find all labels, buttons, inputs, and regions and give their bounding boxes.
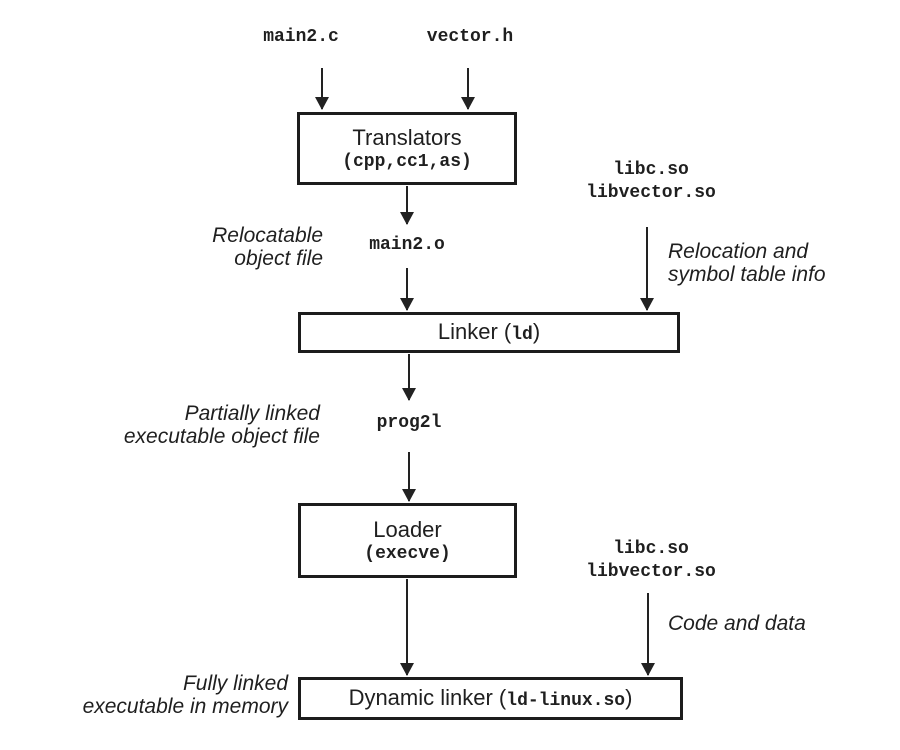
arrow-libs-to-linker [646,227,648,310]
linker-title-prefix: Linker ( [437,319,512,345]
annotation-relocation-info-line2: symbol table info [668,263,826,286]
arrow-main2c-to-translators [321,68,323,109]
annotation-partially-linked-line1: Partially linked [184,402,320,425]
loader-box: Loader (execve) [298,503,517,578]
annotation-partially-linked: Partially linked executable object file [124,402,320,448]
arrow-libs-to-dynamic-linker [647,593,649,675]
libs-top: libc.so libvector.so [586,159,716,205]
arrow-main2o-to-linker [406,268,408,310]
dynamic-linker-title-mono: ld-linux.so [506,691,626,712]
linker-box: Linker (ld) [298,312,680,353]
lib-libc-top: libc.so [613,160,689,180]
translators-subtitle: (cpp,cc1,as) [342,152,472,172]
annotation-relocatable-line1: Relocatable [212,224,323,247]
arrow-vectorh-to-translators [467,68,469,109]
dynamic-linker-box: Dynamic linker (ld-linux.so) [298,677,683,720]
annotation-fully-linked: Fully linked executable in memory [83,672,288,718]
arrow-prog2l-to-loader [408,452,410,501]
arrow-translators-to-main2o [406,186,408,224]
annotation-code-and-data: Code and data [668,612,806,635]
linker-title-mono: ld [511,325,533,346]
loader-title: Loader [373,516,442,542]
annotation-relocation-info-line1: Relocation and [668,240,809,263]
arrow-linker-to-prog2l [408,354,410,400]
annotation-relocatable: Relocatable object file [212,224,323,270]
arrow-loader-to-dynamic-linker [406,579,408,675]
annotation-relocation-info: Relocation and symbol table info [668,240,826,286]
translators-title: Translators [352,124,462,150]
loader-subtitle: (execve) [364,544,451,564]
annotation-partially-linked-line2: executable object file [123,425,320,448]
dynamic-linker-title-prefix: Dynamic linker ( [348,685,507,711]
file-main2c: main2.c [263,27,339,47]
file-prog2l: prog2l [376,413,442,433]
lib-libvector-bottom: libvector.so [586,562,716,582]
linker-title-suffix: ) [532,319,541,345]
annotation-relocatable-line2: object file [234,247,323,270]
lib-libvector-top: libvector.so [586,183,716,203]
file-main2o: main2.o [369,235,445,255]
dynamic-linker-title-suffix: ) [625,685,633,711]
annotation-fully-linked-line1: Fully linked [182,672,288,695]
file-vectorh: vector.h [426,27,514,47]
lib-libc-bottom: libc.so [613,539,689,559]
libs-bottom: libc.so libvector.so [586,538,716,584]
annotation-fully-linked-line2: executable in memory [82,695,288,718]
translators-box: Translators (cpp,cc1,as) [297,112,517,185]
